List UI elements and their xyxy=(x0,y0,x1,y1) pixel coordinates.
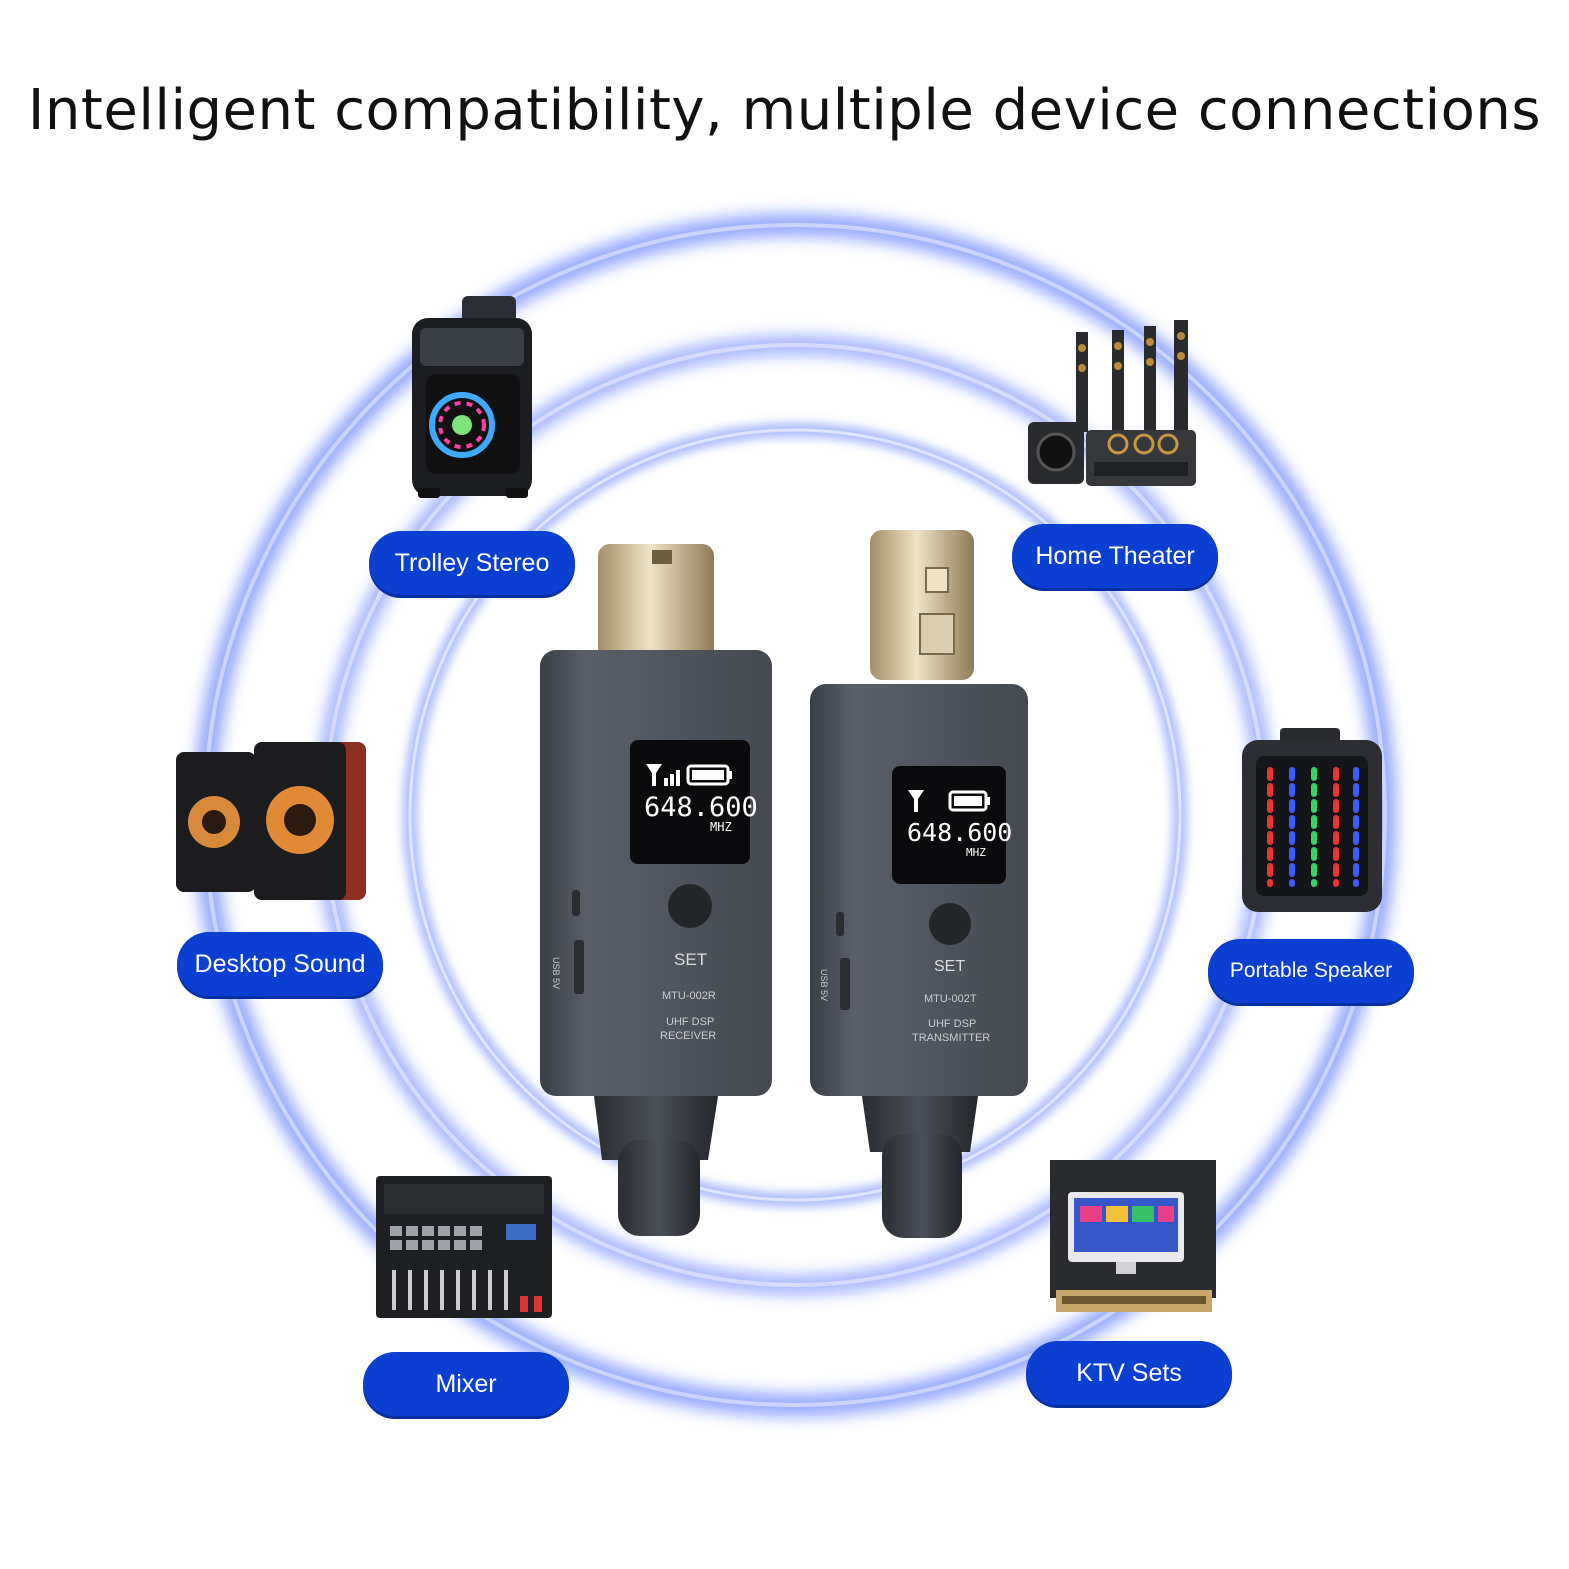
receiver-set-label: SET xyxy=(674,950,708,969)
transmitter-unit: MHZ xyxy=(966,846,986,859)
label-mixer: Mixer xyxy=(363,1352,569,1416)
portable-speaker-icon xyxy=(1242,728,1382,912)
mixer-icon xyxy=(376,1176,552,1318)
transmitter-type-line2: TRANSMITTER xyxy=(912,1032,991,1044)
label-desktop-sound: Desktop Sound xyxy=(177,932,383,996)
label-trolley-stereo: Trolley Stereo xyxy=(369,531,575,595)
ktv-set-icon xyxy=(1050,1160,1216,1312)
label-home-theater: Home Theater xyxy=(1012,524,1218,588)
home-theater-icon xyxy=(1028,320,1196,486)
page-title: Intelligent compatibility, multiple devi… xyxy=(27,78,1542,143)
transmitter-side-text: USB 5V xyxy=(819,968,830,1002)
trolley-stereo-icon xyxy=(412,296,532,498)
receiver-unit: MHZ xyxy=(710,820,732,834)
receiver-device xyxy=(540,544,772,1236)
desktop-speakers-icon xyxy=(176,742,366,900)
receiver-type-line1: UHF DSP xyxy=(666,1016,715,1028)
label-ktv-sets: KTV Sets xyxy=(1026,1341,1232,1405)
transmitter-model: MTU-002T xyxy=(924,993,977,1005)
transmitter-set-label: SET xyxy=(934,958,966,975)
transmitter-type-line1: UHF DSP xyxy=(928,1018,977,1030)
receiver-frequency: 648.600 xyxy=(644,792,758,823)
receiver-model: MTU-002R xyxy=(662,990,716,1002)
receiver-type-line2: RECEIVER xyxy=(660,1030,717,1042)
transmitter-device xyxy=(810,530,1028,1238)
receiver-side-text: USB 5V xyxy=(551,956,562,990)
label-portable-speaker: Portable Speaker xyxy=(1208,939,1414,1003)
transmitter-frequency: 648.600 xyxy=(907,818,1013,847)
